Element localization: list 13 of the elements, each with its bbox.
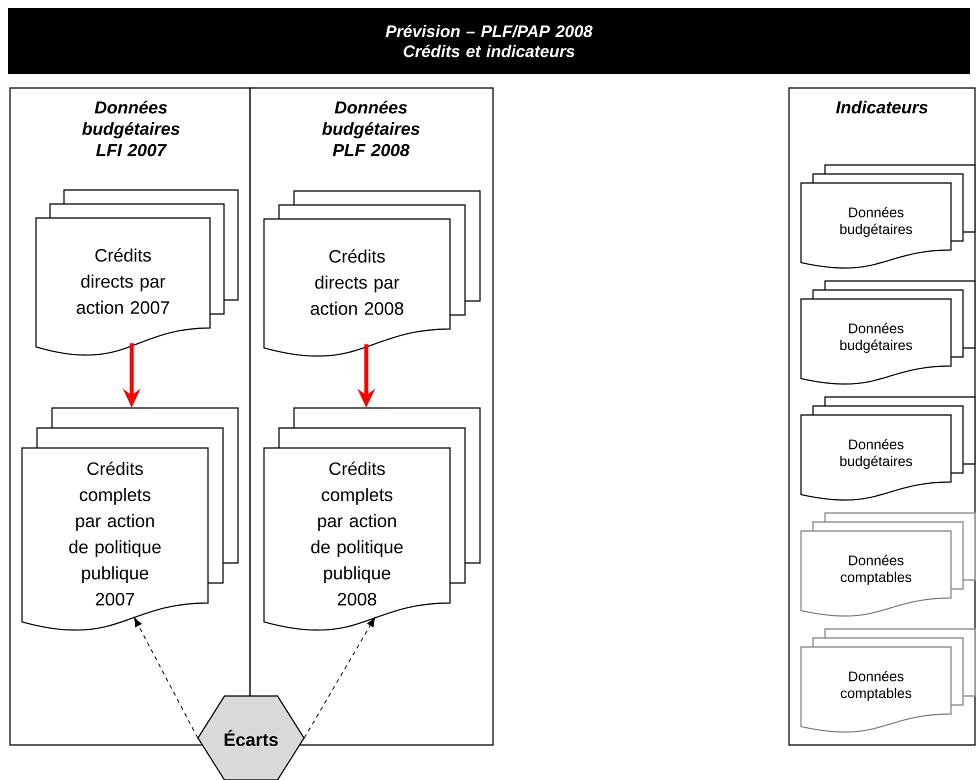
title-band: Prévision – PLF/PAP 2008 Crédits et indicateurs (8, 8, 970, 74)
document-stack: Crédits complets par action de politique publique 2008 (263, 407, 481, 631)
document-stack: Données comptables (800, 512, 976, 617)
arrow (134, 618, 198, 738)
document-stack: Données comptables (800, 628, 976, 733)
document-stack: Données budgétaires (800, 164, 976, 269)
document-stack: Crédits directs par action 2008 (263, 190, 481, 357)
document-stack: Crédits complets par action de politique publique 2007 (21, 407, 239, 631)
document-stack: Crédits directs par action 2007 (35, 189, 239, 356)
hexagon: Écarts (197, 695, 305, 780)
arrow (304, 617, 376, 738)
document-stack: Données budgétaires (800, 396, 976, 501)
document-stack: Données budgétaires (800, 280, 976, 385)
